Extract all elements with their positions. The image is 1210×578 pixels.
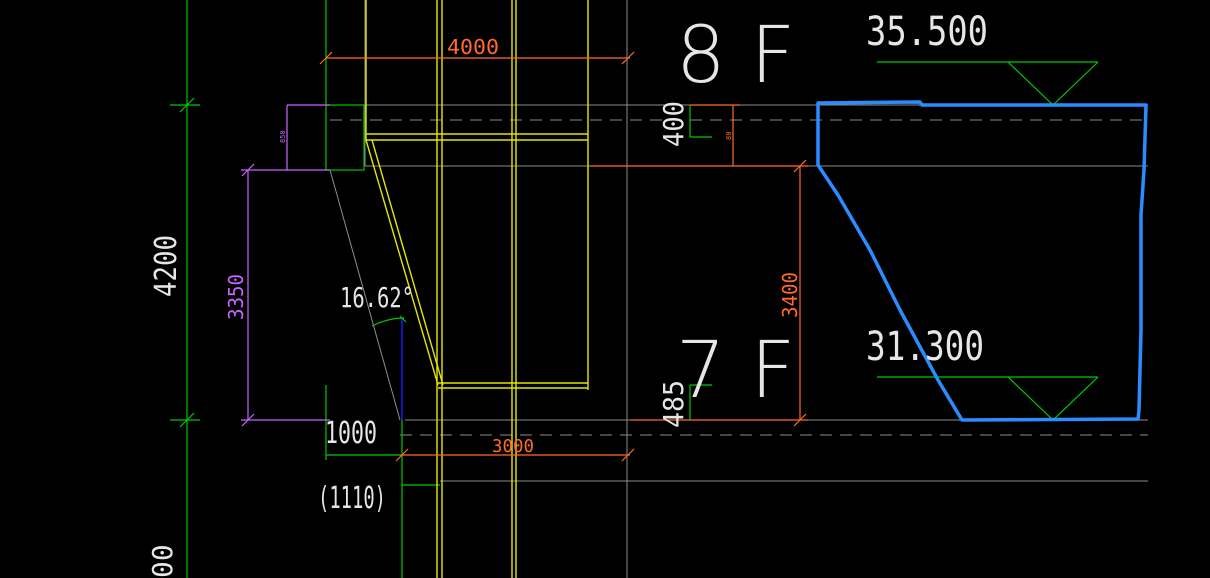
dim-4200: 4200	[149, 235, 184, 297]
green-dimension-lines	[170, 0, 712, 578]
dim-850: 850	[279, 130, 287, 143]
elevation-marker-lower	[877, 376, 1099, 421]
dim-1000: 1000	[325, 416, 377, 451]
yellow-column-lines	[365, 0, 589, 578]
dim-400: 400	[657, 101, 690, 147]
magenta-dimension-lines	[241, 104, 330, 427]
highlight-outline	[816, 100, 1148, 422]
dim-3400: 3400	[778, 272, 802, 318]
floor-label-7f: 7 F	[676, 326, 795, 416]
dim-485: 485	[657, 380, 690, 428]
dim-3000: 3000	[492, 436, 534, 457]
angle-label: 16.62°	[340, 281, 414, 314]
dim-3350: 3350	[224, 274, 248, 320]
elevation-marker-upper	[877, 61, 1099, 106]
elevation-lower: 31.300	[866, 324, 984, 370]
dashed-level-lines	[330, 119, 1148, 436]
dim-80: 80	[725, 132, 733, 140]
angle-marker	[371, 315, 407, 420]
dim-4000: 4000	[447, 35, 499, 59]
edge-label: 00	[146, 544, 179, 578]
floor-label-8f: 8 F	[676, 11, 795, 101]
orange-dimension-lines	[319, 51, 808, 462]
dim-1110: (1110)	[318, 481, 386, 516]
elevation-upper: 35.500	[866, 9, 988, 55]
